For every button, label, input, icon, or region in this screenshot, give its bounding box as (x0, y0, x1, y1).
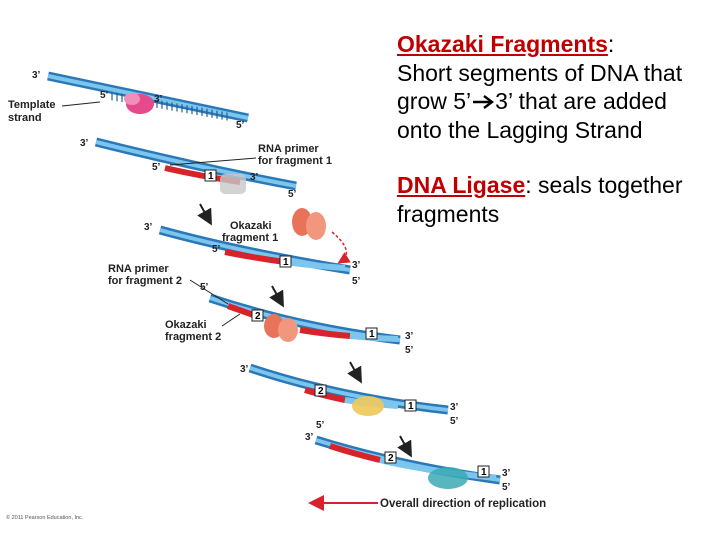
svg-text:5’: 5’ (212, 244, 221, 255)
svg-text:3’: 3’ (502, 468, 511, 479)
okazaki-frag2-label-1: Okazaki (165, 319, 207, 331)
stage-6: 2 1 3’ 5’ 3’ 5’ (305, 420, 511, 493)
pointer-line (61, 101, 101, 107)
arrow-down-icon (269, 285, 284, 308)
svg-text:3’: 3’ (250, 172, 259, 183)
svg-text:1: 1 (208, 171, 214, 182)
svg-text:2: 2 (318, 386, 324, 397)
svg-text:3’: 3’ (240, 364, 249, 375)
primase-ghost (220, 174, 246, 194)
svg-text:3’: 3’ (305, 432, 314, 443)
stage-3: 1 3’ 5’ 3’ 5’ Okazaki fragment 1 (144, 208, 361, 287)
rna-primer-frag2-label-1: RNA primer (108, 263, 169, 275)
arrow-down-icon (347, 361, 362, 384)
okazaki-frag2-label-2: fragment 2 (165, 331, 221, 343)
arrow-down-icon (397, 435, 412, 458)
okazaki-fragment-1 (284, 259, 346, 271)
stage-4: 2 1 5’ 3’ 5’ RNA primer for fragment 2 O… (108, 263, 414, 356)
arrow-down-icon (197, 203, 212, 226)
svg-text:5’: 5’ (450, 416, 459, 427)
okazaki-description-2: 3’ that are added onto the Lagging Stran… (397, 88, 667, 143)
svg-text:5’: 5’ (152, 162, 161, 173)
svg-text:3’: 3’ (450, 402, 459, 413)
okazaki-frag1-label-2: fragment 1 (222, 232, 278, 244)
end-5prime: 5’ (100, 90, 109, 101)
dna-ligase-final (428, 467, 468, 489)
svg-text:3’: 3’ (405, 331, 414, 342)
overall-direction-label: Overall direction of replication (380, 498, 546, 510)
svg-text:1: 1 (481, 467, 487, 478)
ligase-paragraph: DNA Ligase: seals together fragments (397, 171, 712, 228)
template-strand-label-1: Template (8, 99, 55, 111)
svg-text:5’: 5’ (288, 189, 297, 200)
ligase-description: : seals together fragments (397, 172, 683, 227)
fragment-number-box (204, 169, 217, 182)
svg-text:5’: 5’ (502, 482, 511, 493)
stage-1: 3’ 5’ 3’ 5’ Template strand (8, 70, 249, 131)
svg-text:5’: 5’ (316, 420, 325, 431)
template-strand-label-2: strand (8, 112, 42, 124)
svg-text:5’: 5’ (405, 345, 414, 356)
okazaki-frag1-label-1: Okazaki (230, 220, 272, 232)
curved-arrow-icon (331, 231, 351, 264)
svg-text:1: 1 (283, 257, 289, 268)
rna-primer-frag1-label-2: for fragment 1 (258, 155, 332, 167)
okazaki-description-1: Short segments of DNA that grow 5’ (397, 59, 683, 115)
copyright-text: © 2011 Pearson Education, Inc. (6, 514, 84, 521)
arrow-right-icon (473, 95, 495, 109)
ligase-term: DNA Ligase (397, 172, 526, 198)
stage-5: 2 1 3’ 3’ 5’ (240, 363, 459, 427)
svg-text:2: 2 (255, 311, 261, 322)
template-strand (248, 363, 449, 415)
pointer-line (221, 313, 241, 327)
svg-text:5’: 5’ (200, 282, 209, 293)
end-3prime: 3’ (32, 70, 41, 81)
end-5prime: 5’ (236, 120, 245, 131)
svg-text:3’: 3’ (80, 138, 89, 149)
svg-text:5’: 5’ (352, 276, 361, 287)
svg-text:2: 2 (388, 453, 394, 464)
svg-text:1: 1 (408, 401, 414, 412)
okazaki-term: Okazaki Fragments (397, 31, 608, 57)
svg-text:1: 1 (369, 329, 375, 340)
pointer-line (189, 279, 229, 305)
text-panel: Okazaki Fragments: Short segments of DNA… (397, 30, 712, 228)
rna-primer (329, 443, 381, 463)
svg-text:3’: 3’ (144, 222, 153, 233)
rna-primer (299, 327, 351, 339)
svg-text:3’: 3’ (352, 260, 361, 271)
end-3prime: 3’ (154, 94, 163, 105)
rna-primer-frag1-label-1: RNA primer (258, 143, 319, 155)
pointer-line (169, 157, 257, 166)
dna-ligase (352, 396, 384, 416)
stage-2: 1 3’ 5’ 3’ 5’ RNA primer for fragment 1 (80, 137, 332, 200)
okazaki-paragraph: Okazaki Fragments: Short segments of DNA… (397, 31, 683, 143)
rna-primer-frag2-label-2: for fragment 2 (108, 275, 182, 287)
